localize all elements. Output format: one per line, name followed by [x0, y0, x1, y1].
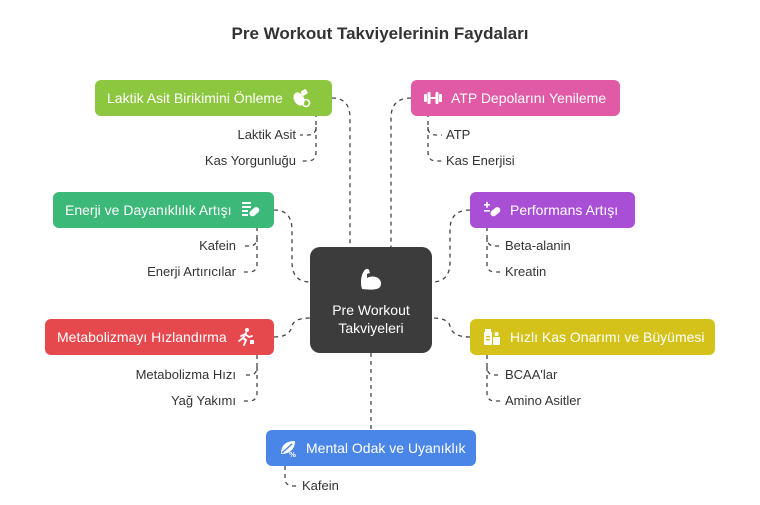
svg-text:%: % — [289, 451, 296, 458]
dumbbell-icon — [423, 88, 443, 108]
branch-repair-item-2: Amino Asitler — [505, 393, 581, 408]
center-node: Pre Workout Takviyeleri — [310, 247, 432, 353]
branch-performance-item-2: Kreatin — [505, 264, 547, 279]
connector-energy-sub1 — [242, 227, 258, 247]
leaf-percent-icon: % — [278, 438, 298, 458]
connector-lactic-sub2 — [300, 127, 317, 162]
branch-atp-item-1: ATP — [446, 127, 471, 142]
branch-atp-label: ATP Depolarını Yenileme — [451, 90, 607, 106]
branch-lactic-box: Laktik Asit Birikimini Önleme — [95, 80, 332, 116]
running-person-icon — [235, 327, 255, 347]
branch-repair-label: Hızlı Kas Onarımı ve Büyümesi — [510, 329, 705, 345]
connector-energy — [273, 209, 311, 283]
branch-energy-item-2: Enerji Artırıcılar — [147, 264, 236, 279]
branch-metabolism-box: Metabolizmayı Hızlandırma — [45, 319, 274, 355]
flexed-arm-icon — [356, 263, 386, 293]
center-label-line2: Takviyeleri — [338, 320, 404, 336]
connector-energy-sub2 — [242, 238, 258, 273]
branch-energy-label: Enerji ve Dayanıklılık Artışı — [65, 202, 232, 218]
connector-repair-sub2 — [486, 367, 501, 402]
branch-lactic-item-1: Laktik Asit — [237, 127, 296, 142]
connector-metabolism-sub2 — [242, 367, 258, 402]
connector-atp — [390, 97, 412, 247]
connector-atp-sub2 — [427, 127, 442, 162]
connector-metabolism-sub1 — [242, 355, 258, 376]
branch-mental-box: % Mental Odak ve Uyanıklık — [266, 430, 476, 466]
branch-lactic-item-2: Kas Yorgunluğu — [204, 153, 296, 168]
connector-repair-sub1 — [486, 355, 501, 376]
branch-metabolism-item-2: Yağ Yakımı — [170, 393, 236, 408]
branch-performance-box: Performans Artışı — [470, 192, 635, 228]
branch-performance-item-1: Beta-alanin — [505, 238, 571, 253]
plus-minus-pill-icon — [482, 200, 502, 220]
branch-atp-item-2: Kas Enerjisi — [446, 153, 515, 168]
branch-lactic-label: Laktik Asit Birikimini Önleme — [107, 90, 283, 106]
connector-repair — [431, 317, 471, 338]
branch-repair-item-1: BCAA'lar — [505, 367, 558, 382]
connector-lactic — [331, 97, 351, 247]
diagram-title: Pre Workout Takviyelerinin Faydaları — [231, 24, 529, 43]
pill-bottle-icon — [291, 88, 311, 108]
connector-performance — [431, 209, 471, 283]
connector-lactic-sub1 — [300, 113, 317, 136]
connector-mental-sub1 — [284, 466, 298, 487]
branch-atp-box: ATP Depolarını Yenileme — [411, 80, 620, 116]
branch-mental-label: Mental Odak ve Uyanıklık — [306, 440, 466, 456]
connector-metabolism — [273, 317, 311, 338]
branch-performance-label: Performans Artışı — [510, 202, 619, 218]
pills-icon — [240, 200, 260, 220]
branch-metabolism-item-1: Metabolizma Hızı — [135, 367, 236, 382]
branch-mental-item-1: Kafein — [302, 478, 339, 493]
branch-energy-box: Enerji ve Dayanıklılık Artışı — [53, 192, 274, 228]
branch-metabolism-label: Metabolizmayı Hızlandırma — [57, 329, 227, 345]
branch-repair-box: Hızlı Kas Onarımı ve Büyümesi — [470, 319, 715, 355]
connector-performance-sub2 — [486, 238, 501, 273]
center-label-line1: Pre Workout — [332, 302, 410, 318]
connector-performance-sub1 — [486, 227, 501, 247]
branch-energy-item-1: Kafein — [199, 238, 236, 253]
connector-atp-sub1 — [427, 113, 442, 136]
supplements-icon — [482, 327, 502, 347]
